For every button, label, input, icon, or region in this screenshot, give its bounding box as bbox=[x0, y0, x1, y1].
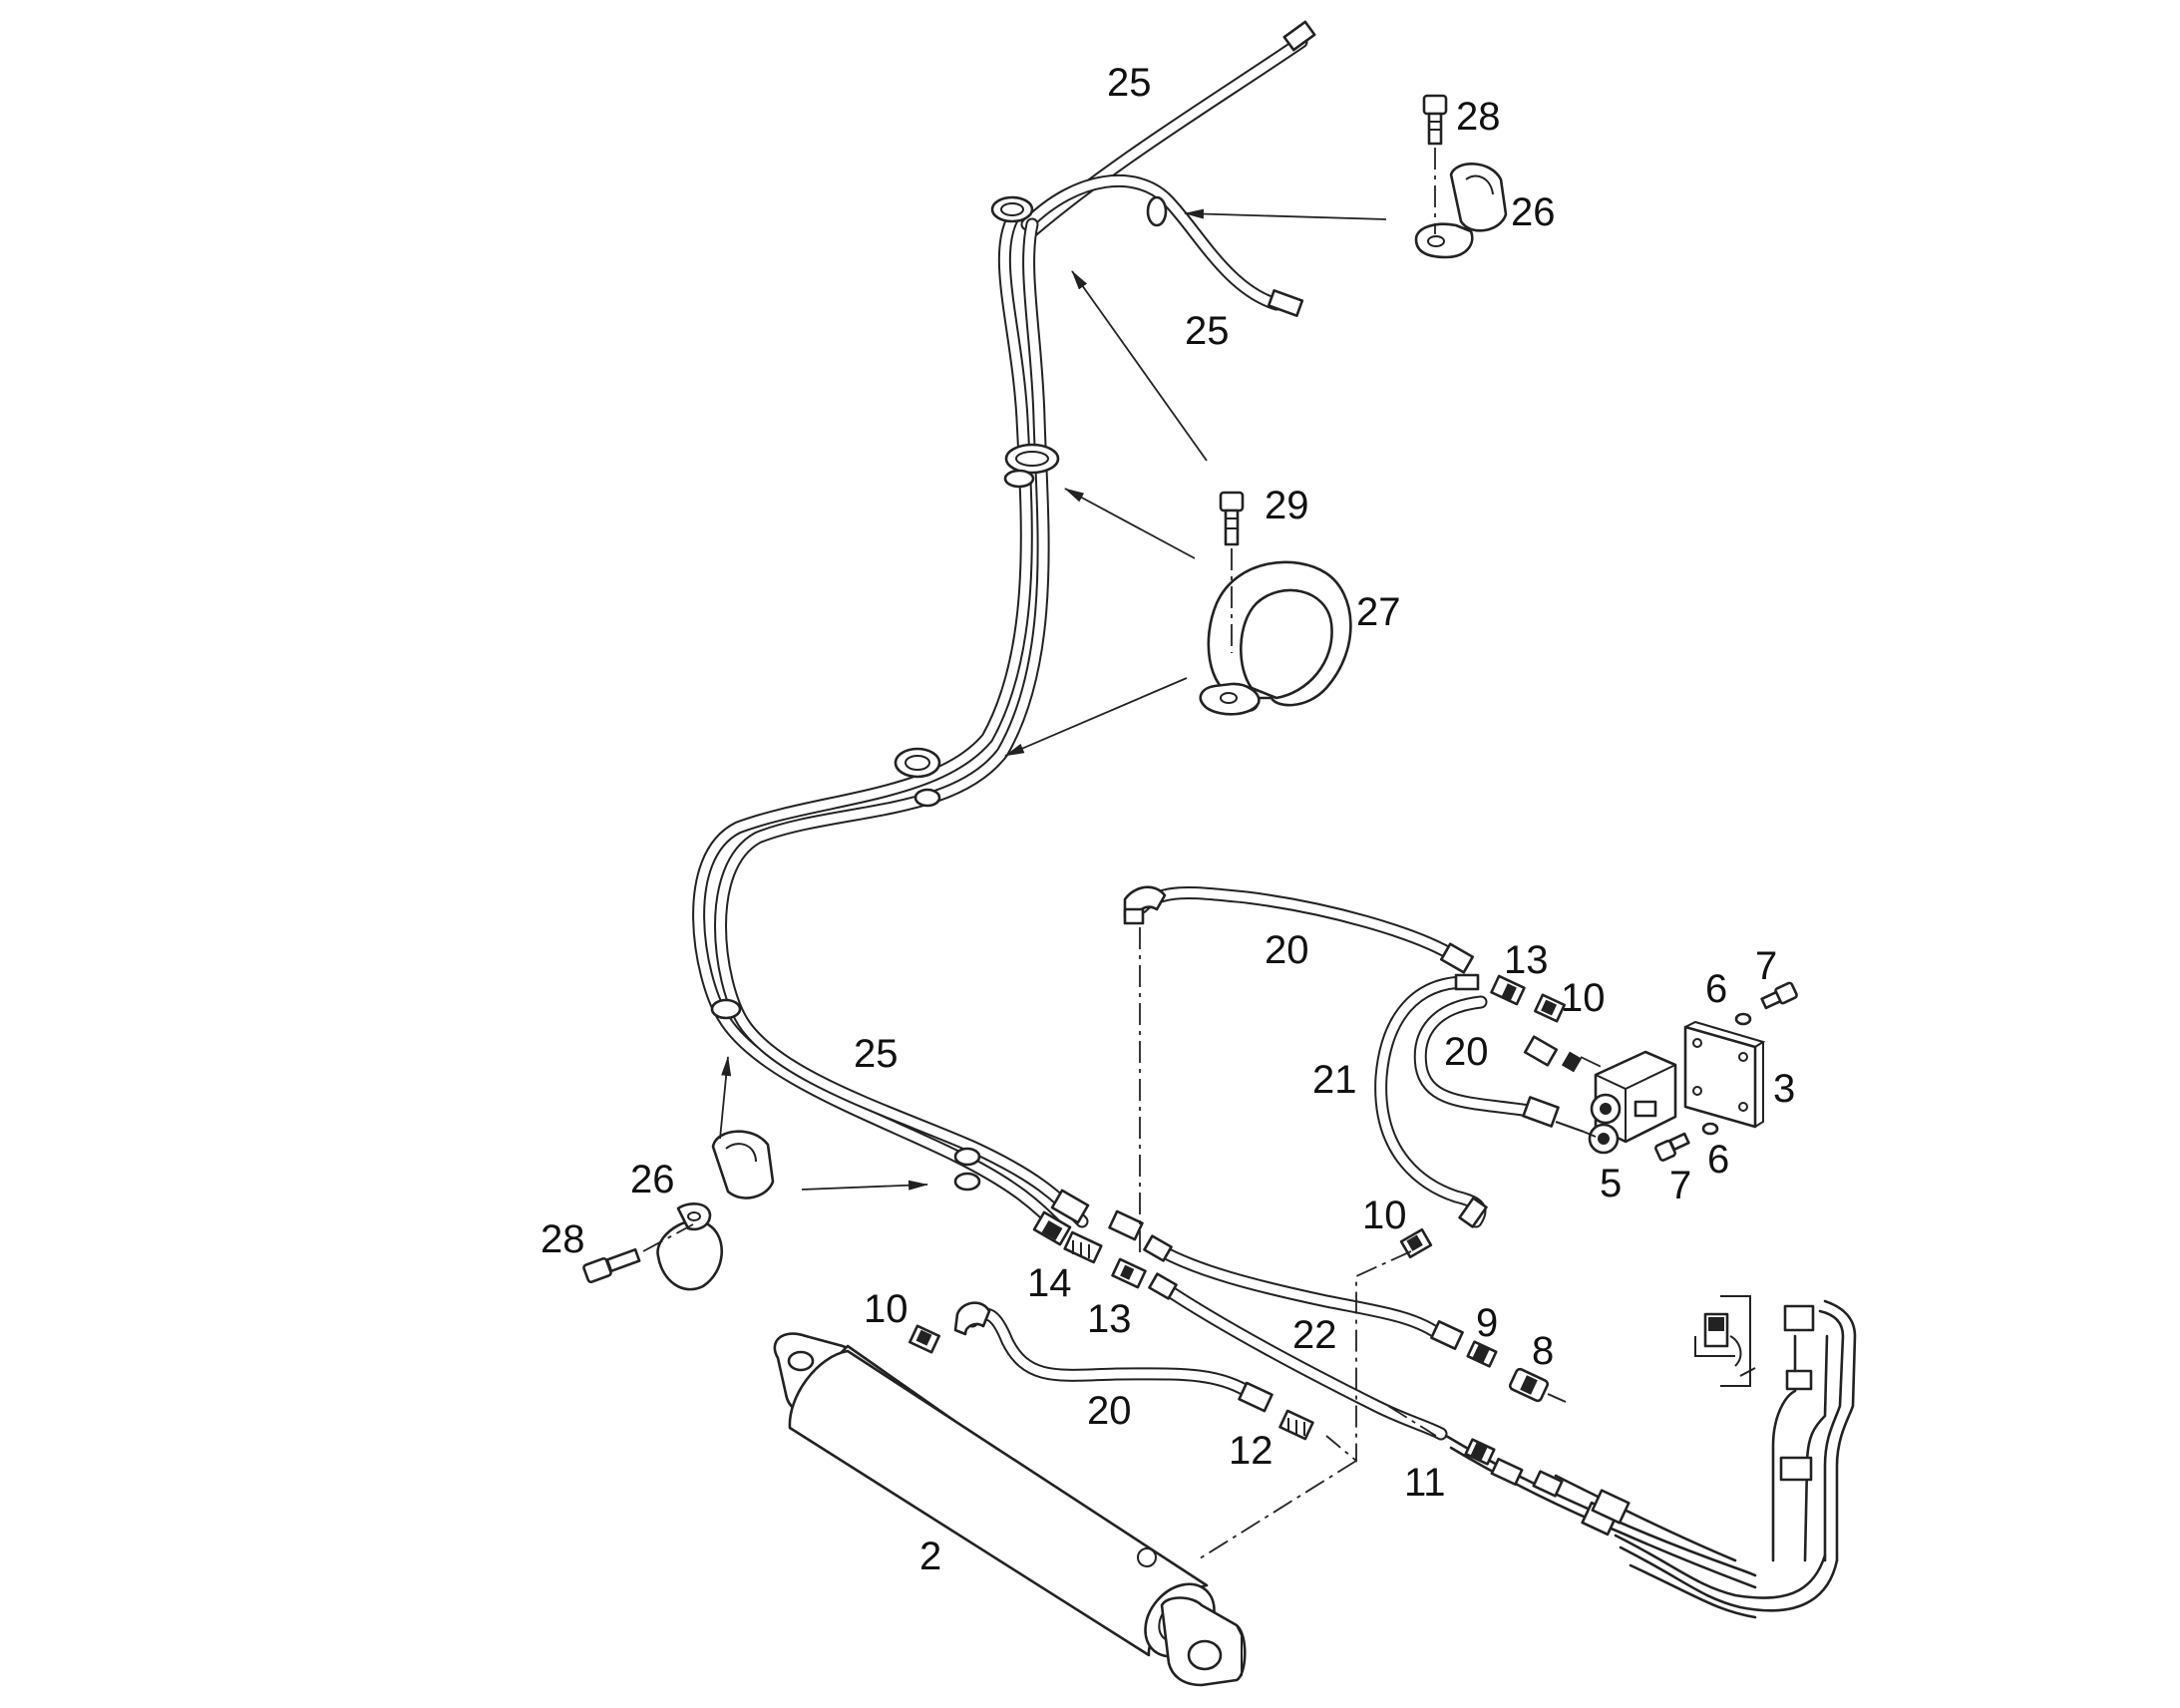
label-29: 29 bbox=[1265, 484, 1309, 527]
fitting-12 bbox=[1278, 1409, 1314, 1441]
label-10-low: 10 bbox=[864, 1287, 908, 1331]
label-8: 8 bbox=[1532, 1329, 1554, 1373]
washer-6-low bbox=[1701, 1122, 1719, 1136]
hose-bundle-25 bbox=[692, 20, 1316, 1246]
clip-26-low bbox=[656, 1130, 775, 1291]
label-5: 5 bbox=[1600, 1162, 1622, 1205]
label-6-top: 6 bbox=[1705, 967, 1727, 1011]
label-28-top: 28 bbox=[1456, 95, 1501, 139]
label-25-low: 25 bbox=[854, 1032, 899, 1076]
label-26-low: 26 bbox=[630, 1158, 675, 1201]
label-25-top: 25 bbox=[1107, 61, 1152, 105]
callout-labels: 25 28 26 25 29 27 20 13 10 6 7 21 20 3 2… bbox=[541, 61, 1795, 1578]
label-11: 11 bbox=[1404, 1461, 1446, 1505]
right-pipe-assembly bbox=[1694, 1295, 1857, 1562]
bolt-29 bbox=[1219, 491, 1245, 653]
label-10-top: 10 bbox=[1561, 976, 1606, 1020]
clamp-27 bbox=[1199, 560, 1352, 716]
hose-20-low bbox=[953, 1301, 1273, 1413]
valve-block-5 bbox=[1588, 1050, 1677, 1155]
bolt-7-top bbox=[1760, 981, 1798, 1010]
pipe-line-11 bbox=[1444, 1434, 1839, 1619]
hose-20-top bbox=[1123, 885, 1475, 974]
label-21: 21 bbox=[1312, 1058, 1357, 1102]
label-2: 2 bbox=[919, 1535, 941, 1578]
cylinder-2 bbox=[773, 1332, 1247, 1687]
hose-21 bbox=[1374, 973, 1488, 1228]
bolt-28-low bbox=[582, 1223, 694, 1284]
label-26-top: 26 bbox=[1511, 190, 1556, 234]
label-27: 27 bbox=[1356, 590, 1401, 634]
label-14: 14 bbox=[1027, 1261, 1072, 1305]
label-13-top: 13 bbox=[1504, 938, 1549, 982]
fitting-10-mid bbox=[1399, 1227, 1433, 1259]
fitting-13-top bbox=[1490, 974, 1526, 1006]
clip-26-top bbox=[1414, 163, 1508, 259]
leader-arrows bbox=[719, 208, 1387, 1191]
label-12: 12 bbox=[1229, 1429, 1273, 1473]
label-10-mid: 10 bbox=[1362, 1194, 1407, 1237]
label-7-top: 7 bbox=[1755, 944, 1777, 988]
fitting-13-low bbox=[1108, 1209, 1147, 1289]
fitting-8 bbox=[1508, 1367, 1567, 1403]
bolt-7-low bbox=[1654, 1132, 1690, 1162]
label-3: 3 bbox=[1773, 1067, 1795, 1111]
fitting-10-top bbox=[1534, 993, 1566, 1023]
label-22: 22 bbox=[1292, 1313, 1337, 1357]
label-7-low: 7 bbox=[1669, 1164, 1691, 1207]
fitting-9 bbox=[1466, 1340, 1498, 1368]
fitting-10-low bbox=[908, 1324, 940, 1354]
label-20-top: 20 bbox=[1265, 928, 1309, 972]
label-25-mid: 25 bbox=[1185, 309, 1230, 353]
label-9: 9 bbox=[1476, 1301, 1498, 1345]
hose-20-mid bbox=[1413, 995, 1585, 1133]
washer-6-top bbox=[1734, 1012, 1752, 1026]
label-28-low: 28 bbox=[541, 1217, 585, 1261]
label-20-low: 20 bbox=[1087, 1389, 1132, 1433]
plate-3 bbox=[1683, 1020, 1766, 1129]
fitting-14 bbox=[1063, 1230, 1103, 1264]
label-20-mid: 20 bbox=[1444, 1030, 1489, 1074]
hose-22 bbox=[1143, 1234, 1464, 1441]
label-13-low: 13 bbox=[1087, 1297, 1132, 1341]
bolt-28-top bbox=[1422, 94, 1448, 234]
construction-lines bbox=[1139, 927, 1607, 1561]
label-6-low: 6 bbox=[1707, 1138, 1729, 1182]
